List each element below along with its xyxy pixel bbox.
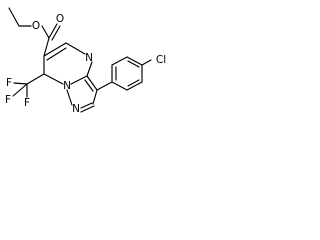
atom-nitrogen-n8: N (63, 80, 71, 92)
bond-n1-c2-double-b (80, 105, 95, 113)
bond-aryl-5b (127, 79, 140, 87)
bond-n1-c2-double-a (80, 102, 93, 109)
bond-c3-c3a-double-a (86, 75, 98, 91)
bond-ethyl-ch3-ch2 (8, 7, 20, 27)
bond-carbonyl-c-ring (43, 37, 50, 57)
atom-nitrogen-n1: N (72, 103, 80, 115)
bond-aryl-6 (111, 81, 128, 91)
bond-cf3-f1 (13, 82, 28, 85)
bond-aryl-5 (126, 81, 143, 91)
bond-aryl-3b (127, 60, 140, 68)
bond-o-carbonyl-c (41, 25, 50, 39)
bond-c7-cf3 (26, 73, 45, 85)
bond-c2-c3 (92, 89, 98, 105)
molecule-structure: O O F F F N N N Cl (5, 7, 166, 115)
atom-carbonyl-oxygen: O (56, 13, 64, 25)
bond-c5-n4 (65, 42, 86, 55)
bond-layer (8, 7, 152, 113)
bond-n8-c7 (43, 73, 64, 85)
bond-c6-c5-double-b (46, 47, 67, 61)
bond-c3-aryl (96, 81, 113, 91)
atom-fluorine-3: F (24, 97, 30, 109)
atom-nitrogen-n4: N (85, 52, 93, 64)
bond-aryl-2 (111, 56, 128, 66)
atom-chlorine: Cl (156, 54, 166, 66)
atom-ester-oxygen: O (32, 20, 40, 32)
bond-n8-n1 (66, 89, 73, 106)
bond-cf3-f2 (12, 83, 28, 97)
atom-fluorine-2: F (5, 94, 11, 106)
bond-c3a-n8 (70, 75, 88, 85)
bond-aryl-3 (126, 56, 143, 66)
atom-label-layer: O O F F F N N N Cl (5, 13, 166, 115)
atom-fluorine-1: F (6, 77, 12, 89)
bond-c3-c3a-double-b (84, 79, 94, 92)
bond-carbonyl-c-o-double-b (51, 25, 61, 41)
bond-c6-c5-double-a (43, 42, 67, 57)
bond-carbonyl-c-o-double-a (48, 23, 58, 39)
bond-n4-c3a (86, 61, 93, 77)
bond-aryl-cl (141, 59, 152, 66)
